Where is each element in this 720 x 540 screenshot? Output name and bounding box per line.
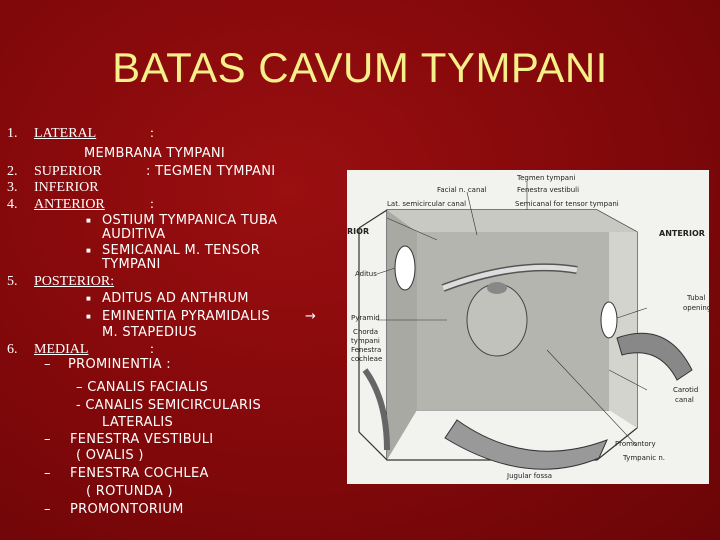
bullet: ■ [86,294,91,303]
anterior-sub2-cont: TYMPANI [102,257,161,272]
lateral-colon: : [150,126,154,141]
anterior-colon: : [150,197,154,212]
anterior-label: ANTERIOR [34,197,105,212]
posterior-sub1: ADITUS AD ANTHRUM [102,291,249,306]
medial-colon: : [150,342,154,357]
dash: – [44,466,51,481]
anterior-sub1-cont: AUDITIVA [102,227,166,242]
dash: – [44,432,51,447]
item-number-4: 4. [7,197,18,212]
inferior-label: INFERIOR [34,180,99,195]
medial-label: MEDIAL [34,342,89,357]
lateral-value: MEMBRANA TYMPANI [84,146,226,161]
medial-canalis-semicircularis: - CANALIS SEMICIRCULARIS [76,398,262,413]
label-fenestra: Fenestra [351,346,381,354]
label-pyramid: Pyramid [351,314,380,322]
label-aditus: Aditus [355,270,377,278]
arrow-icon: → [305,309,317,324]
anterior-sub1: OSTIUM TYMPANICA TUBA [102,213,278,228]
label-tympani: tympani [351,337,380,345]
medial-fenestra-cochlea: FENESTRA COCHLEA [70,466,209,481]
dash: – [44,502,51,517]
lateral-label: LATERAL [34,126,97,141]
label-jugular: Jugular fossa [506,472,552,480]
label-canal: canal [675,396,694,404]
superior-label: SUPERIOR [34,164,102,179]
label-facial: Facial n. canal [437,186,487,194]
item-number-5: 5. [7,274,18,289]
label-semicanal: Semicanal for tensor tympani [515,200,619,208]
medial-fenestra-cochlea-cont: ( ROTUNDA ) [86,484,173,499]
superior-value: : TEGMEN TYMPANI [146,164,276,179]
item-number-1: 1. [7,126,18,141]
label-tympanic-n: Tympanic n. [622,454,665,462]
medial-canalis-semicircularis-cont: LATERALIS [102,415,174,430]
bullet: ■ [86,312,91,321]
item-number-3: 3. [7,180,18,195]
illustration-svg: Tegmen tympani Facial n. canal Fenestra … [347,174,709,480]
item-number-2: 2. [7,164,18,179]
label-opening: opening [683,304,709,312]
label-fenestra-vestibuli: Fenestra vestibuli [517,186,579,194]
label-anterior: ANTERIOR [659,229,705,238]
posterior-label: POSTERIOR: [34,274,115,289]
medial-fenestra-vestibuli: FENESTRA VESTIBULI [70,432,214,447]
page-title: BATAS CAVUM TYMPANI [112,44,608,91]
medial-promontorium: PROMONTORIUM [70,502,184,517]
item-number-6: 6. [7,342,18,357]
label-chorda: Chorda [353,328,378,336]
posterior-sub2: EMINENTIA PYRAMIDALIS [102,309,270,324]
label-promontory: Promontory [615,440,656,448]
bullet: ■ [86,246,91,255]
label-tegmen: Tegmen tympani [516,174,575,182]
label-carotid: Carotid [673,386,698,394]
medial-fenestra-vestibuli-cont: ( OVALIS ) [76,448,144,463]
posterior-sub2-cont: M. STAPEDIUS [102,325,197,340]
bullet: ■ [86,216,91,225]
tympanic-cavity-illustration: Tegmen tympani Facial n. canal Fenestra … [347,170,709,484]
anterior-sub2: SEMICANAL M. TENSOR [102,243,261,258]
dash: – [44,357,51,372]
medial-canalis-facialis: – CANALIS FACIALIS [76,380,209,395]
medial-prominentia: PROMINENTIA : [68,357,171,372]
label-lat-semi: Lat. semicircular canal [387,200,466,208]
label-tubal: Tubal [686,294,705,302]
label-cochleae: cochleae [351,355,382,363]
label-rior: RIOR [347,227,369,236]
